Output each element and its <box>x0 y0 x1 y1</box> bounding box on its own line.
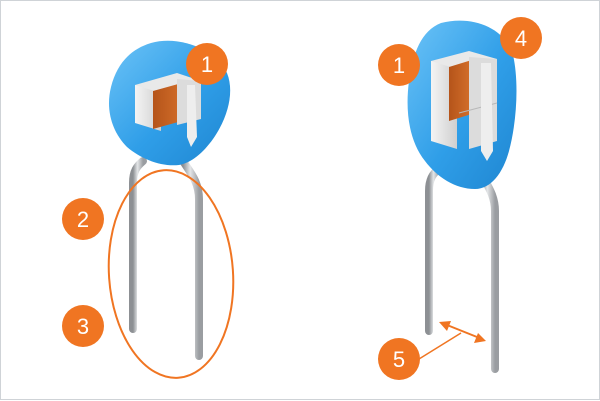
right-ceramic-chip <box>431 51 498 161</box>
left-capacitor <box>107 40 235 379</box>
callout-number: 2 <box>77 207 89 232</box>
left-lead-2 <box>179 157 203 360</box>
callout-badge: 3 <box>62 305 104 347</box>
callout-number: 3 <box>77 314 89 339</box>
left-ceramic-chip <box>135 73 201 147</box>
left-lead-1 <box>129 157 147 333</box>
right-lead-1 <box>425 165 443 335</box>
callout-badge: 4 <box>500 17 542 59</box>
callout-number: 1 <box>393 53 405 78</box>
callout-number: 5 <box>393 347 405 372</box>
callout-badge: 1 <box>186 43 228 85</box>
callout-badge: 2 <box>62 198 104 240</box>
callout-number: 1 <box>201 52 213 77</box>
right-capacitor <box>407 20 517 373</box>
callout-number: 4 <box>515 26 527 51</box>
lead-length-outline <box>107 169 235 379</box>
callout-badge: 5 <box>378 338 420 380</box>
lead-spacing-arrow <box>418 321 486 360</box>
callout-badge: 1 <box>378 44 420 86</box>
